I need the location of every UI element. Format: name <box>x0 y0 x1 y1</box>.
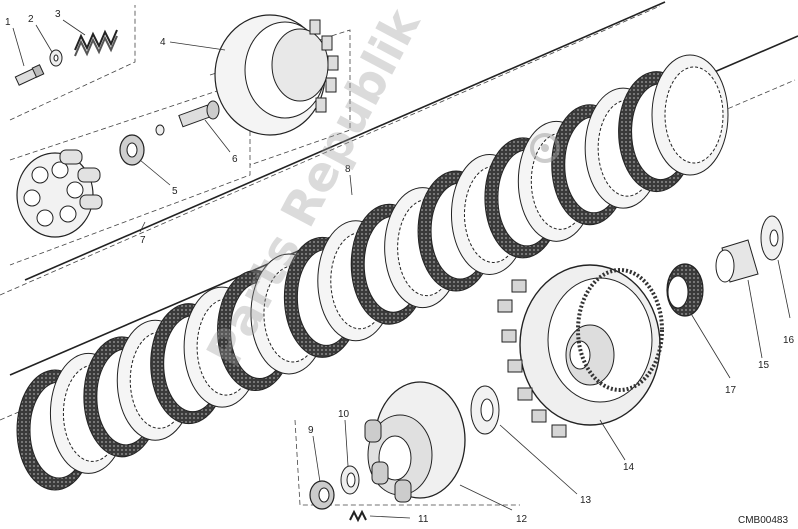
spring-cap-plate-part <box>16 149 103 238</box>
callout-8: 8 <box>345 164 351 175</box>
clutch-plate-stack <box>16 54 729 491</box>
callout-12: 12 <box>516 514 528 525</box>
lock-washer-part <box>340 465 360 495</box>
callout-9: 9 <box>308 425 314 436</box>
bolt-part <box>14 64 45 86</box>
callout-17: 17 <box>725 385 737 396</box>
callout-2: 2 <box>28 14 34 25</box>
callout-3: 3 <box>55 9 61 20</box>
ring-nut-part <box>309 480 335 510</box>
washer-part <box>49 49 63 67</box>
bearing-part <box>119 134 145 166</box>
callout-16: 16 <box>783 335 795 346</box>
leader-lines <box>12 19 791 519</box>
callout-11: 11 <box>418 514 429 525</box>
small-spring-part <box>349 509 367 523</box>
callout-14: 14 <box>623 462 635 473</box>
callout-15: 15 <box>758 360 770 371</box>
callout-13: 13 <box>580 495 592 506</box>
clutch-hub-part <box>364 381 466 503</box>
callout-4: 4 <box>160 37 166 48</box>
gear-icon <box>530 133 560 163</box>
drawing-code-label: CMB00483 <box>738 515 788 526</box>
callout-7: 7 <box>140 235 146 246</box>
pushrod-pin-part <box>155 100 220 136</box>
thrust-washer-part <box>760 215 784 261</box>
callout-5: 5 <box>172 186 178 197</box>
callout-numbers: 1 2 3 4 5 6 7 8 9 10 11 12 13 14 15 16 1… <box>5 9 795 525</box>
clutch-basket-part <box>497 264 664 438</box>
shim-washer-part <box>470 385 500 435</box>
bushing-part <box>715 239 759 283</box>
steel-plate <box>651 54 729 176</box>
spring-part <box>74 29 118 57</box>
callout-6: 6 <box>232 154 238 165</box>
callout-1: 1 <box>5 17 11 28</box>
callout-10: 10 <box>338 409 350 420</box>
pressure-plate-part <box>214 14 339 136</box>
needle-bearing-part <box>666 263 704 317</box>
